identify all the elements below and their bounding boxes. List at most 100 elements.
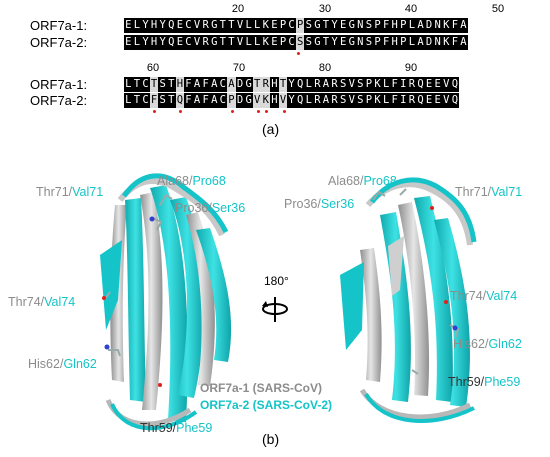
- residue: K: [374, 94, 381, 106]
- residue-label: Pro36/Ser36: [284, 197, 354, 211]
- residue: T: [133, 94, 141, 106]
- residue: V: [443, 94, 450, 106]
- position-number: 80: [318, 62, 332, 74]
- cyan-loop: [121, 173, 229, 234]
- residue: A: [460, 36, 467, 48]
- residue: V: [193, 19, 201, 31]
- residue: F: [382, 36, 390, 48]
- residue: H: [271, 78, 278, 90]
- residue: P: [227, 93, 236, 108]
- legend-orf7a-2: ORF7a-2 (SARS-CoV-2): [200, 398, 332, 412]
- residue: A: [417, 36, 424, 48]
- residue: A: [193, 94, 201, 106]
- residue: A: [211, 94, 218, 106]
- position-numbers-1: 20 30 40 50: [0, 3, 550, 17]
- residue: A: [227, 77, 236, 92]
- residue-label: Thr74/Val74: [8, 295, 75, 309]
- residue: E: [271, 19, 278, 31]
- position-number: 20: [231, 3, 245, 15]
- residue-label: Ala68/Pro68: [328, 174, 397, 188]
- residue: P: [374, 19, 381, 31]
- residue: Q: [451, 94, 459, 106]
- residue: T: [322, 36, 330, 48]
- residue: S: [357, 78, 364, 90]
- residue: L: [254, 19, 261, 31]
- position-number: 40: [404, 3, 418, 15]
- grey-strand: [398, 202, 430, 396]
- residue: E: [125, 36, 132, 48]
- grey-strand: [140, 192, 163, 410]
- residue: T: [168, 78, 175, 90]
- residue: Q: [297, 94, 304, 106]
- residue-label: Thr59/Phe59: [448, 375, 520, 389]
- residue: C: [288, 19, 295, 31]
- difference-marker: [231, 110, 234, 113]
- residue: S: [365, 36, 373, 48]
- residue: E: [339, 36, 347, 48]
- rotation-symbol: 180°: [262, 274, 289, 322]
- residue: A: [211, 78, 218, 90]
- side-chain: [103, 193, 173, 357]
- residue: K: [443, 36, 450, 48]
- residue: F: [451, 19, 459, 31]
- residue: T: [322, 19, 330, 31]
- residue: L: [305, 78, 312, 90]
- position-number: 30: [318, 3, 332, 15]
- residue: K: [443, 19, 450, 31]
- atom-marker: [444, 300, 448, 304]
- residue-label: His62/Gln62: [453, 337, 522, 351]
- residue: F: [451, 36, 459, 48]
- residue: H: [271, 94, 278, 106]
- residue: G: [245, 78, 252, 90]
- residue: Y: [331, 36, 338, 48]
- rotation-arrowhead-icon: [262, 301, 268, 307]
- residue: E: [425, 94, 433, 106]
- residue: P: [365, 94, 373, 106]
- cyan-loop: [364, 392, 475, 423]
- residue: Y: [331, 19, 338, 31]
- residue: L: [125, 94, 132, 106]
- sequence-label: ORF7a-2:: [30, 35, 88, 50]
- atom-marker: [104, 344, 110, 350]
- residue: G: [348, 36, 355, 48]
- residue: H: [150, 36, 158, 48]
- side-chain: [372, 188, 460, 375]
- residue: L: [245, 36, 252, 48]
- residue: Q: [417, 94, 424, 106]
- residue: F: [391, 78, 398, 90]
- cyan-loop: [369, 177, 477, 243]
- residue: L: [408, 19, 416, 31]
- residue: C: [185, 19, 192, 31]
- residue-label: Pro36/Ser36: [175, 201, 245, 215]
- residue-label: Thr71/Val71: [36, 185, 103, 199]
- residue: T: [252, 77, 262, 92]
- residue: R: [261, 77, 271, 92]
- residue: C: [219, 78, 226, 90]
- residue: S: [159, 94, 166, 106]
- residue: L: [382, 94, 390, 106]
- residue: T: [168, 94, 175, 106]
- atom-marker: [452, 325, 458, 331]
- atom-marker: [149, 216, 155, 222]
- residue: S: [295, 35, 305, 50]
- residue: R: [314, 94, 321, 106]
- residue: E: [339, 19, 347, 31]
- residue: R: [408, 94, 416, 106]
- difference-marker: [265, 110, 268, 113]
- residue: V: [348, 78, 355, 90]
- residue-label: His62/Gln62: [28, 357, 97, 371]
- residue: L: [133, 36, 141, 48]
- residue: V: [193, 36, 201, 48]
- residue: Q: [417, 78, 424, 90]
- residue: R: [314, 78, 321, 90]
- cyan-arrow: [100, 240, 122, 330]
- legend: ORF7a-1 (SARS-CoV) ORF7a-2 (SARS-CoV-2): [200, 381, 332, 412]
- residue: P: [365, 78, 373, 90]
- residue: S: [305, 19, 312, 31]
- difference-marker: [153, 110, 156, 113]
- right-structure: [340, 177, 477, 423]
- residue: D: [425, 36, 433, 48]
